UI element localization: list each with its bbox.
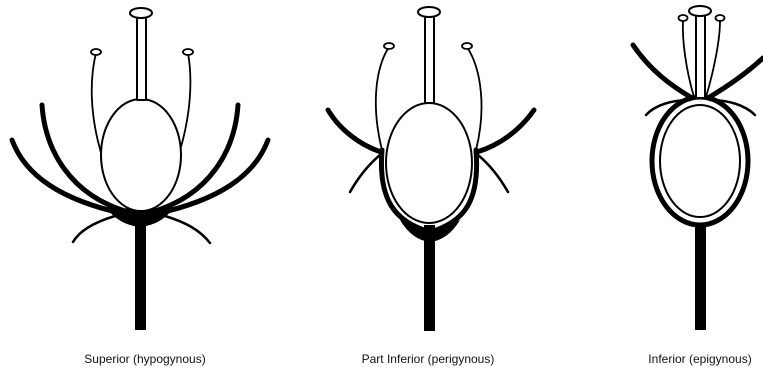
anther [91,49,101,55]
anther [679,15,688,21]
pistil [386,7,472,223]
pedicel [135,218,146,330]
anther [183,49,193,55]
style [696,14,705,98]
stigma [418,7,440,17]
anther [716,15,725,21]
flower-superior [12,8,268,330]
style [137,16,146,100]
anther [462,43,472,49]
ovary [386,103,472,223]
ovary [660,105,740,217]
style [425,15,434,103]
anther [384,43,394,49]
flower-inferior [633,6,763,330]
caption-part-inferior: Part Inferior (perigynous) [362,352,495,366]
stigma [689,6,711,16]
stigma [130,8,152,18]
caption-inferior: Inferior (epigynous) [648,352,751,366]
flower-part-inferior [328,7,534,331]
pistil [689,6,711,98]
pistil [101,8,181,211]
ovary [101,99,181,211]
pedicel [695,222,706,330]
caption-superior: Superior (hypogynous) [84,352,205,366]
